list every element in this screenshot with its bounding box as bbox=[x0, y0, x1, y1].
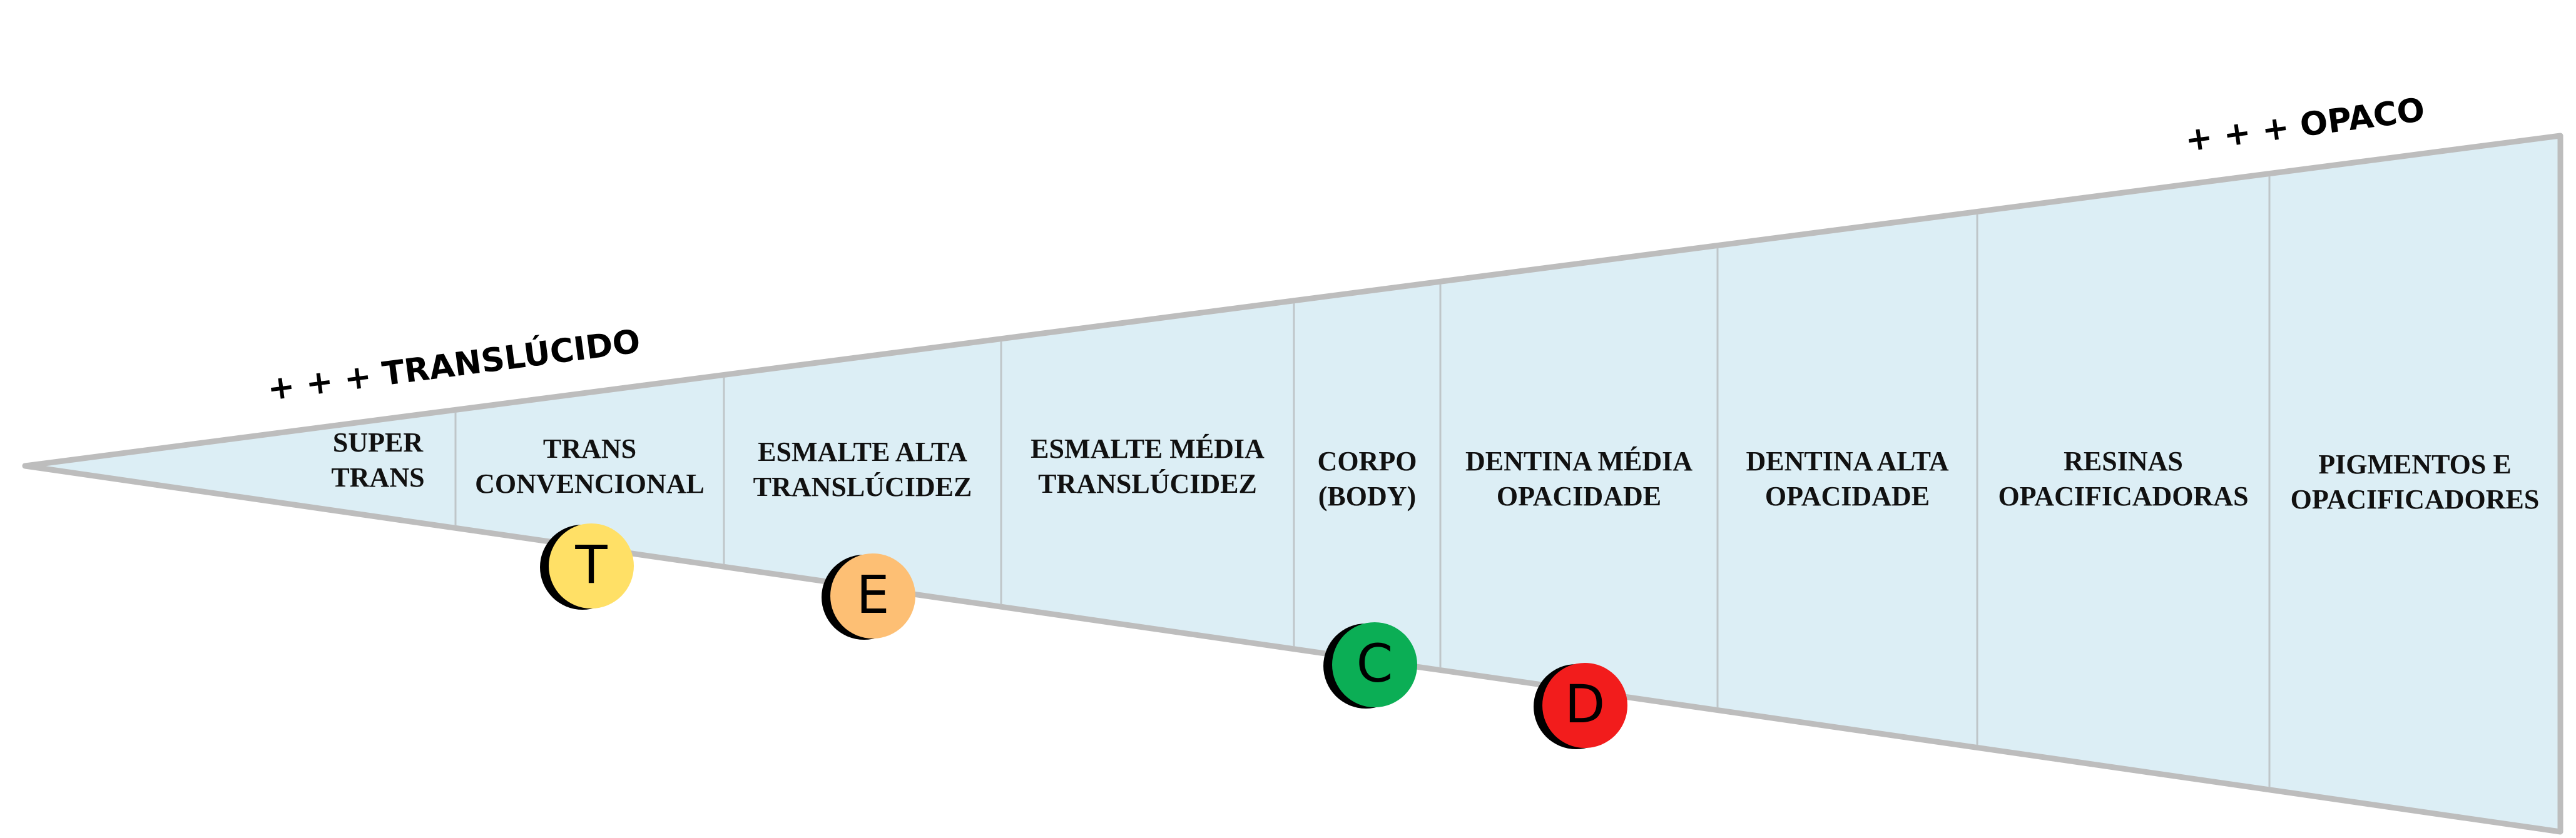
column-label: DENTINA MÉDIA OPACIDADE bbox=[1465, 446, 1693, 512]
column-label: SUPER TRANS bbox=[331, 427, 424, 493]
column-label: CORPO (BODY) bbox=[1318, 446, 1417, 512]
opaque-end-label: + + + OPACO bbox=[2183, 91, 2427, 159]
column-label-line: TRANS bbox=[331, 462, 424, 493]
column-label-line: CONVENCIONAL bbox=[475, 468, 705, 499]
marker-disc bbox=[549, 523, 634, 608]
column-label: DENTINA ALTA OPACIDADE bbox=[1746, 446, 1948, 512]
marker-letter: E bbox=[856, 564, 889, 625]
column-label-line: OPACIFICADORES bbox=[2291, 484, 2540, 515]
marker-letter: D bbox=[1565, 674, 1606, 735]
column-label-line: SUPER bbox=[333, 427, 424, 458]
column-label-line: ESMALTE ALTA bbox=[758, 437, 967, 467]
column-label-line: RESINAS bbox=[2064, 446, 2183, 477]
column-label-line: OPACIDADE bbox=[1765, 481, 1930, 512]
column-label: RESINAS OPACIFICADORAS bbox=[1998, 446, 2248, 512]
column-label-line: CORPO bbox=[1318, 446, 1417, 477]
column-dividers bbox=[454, 176, 2271, 787]
layer-markers: T E C D bbox=[540, 523, 1627, 749]
marker-d: D bbox=[1534, 663, 1627, 749]
column-label-line: DENTINA MÉDIA bbox=[1465, 446, 1693, 477]
marker-letter: T bbox=[574, 534, 608, 595]
marker-c: C bbox=[1323, 622, 1417, 709]
marker-e: E bbox=[822, 553, 915, 640]
marker-disc bbox=[1332, 622, 1417, 707]
column-label-line: PIGMENTOS E bbox=[2318, 449, 2511, 480]
column-label: PIGMENTOS E OPACIFICADORES bbox=[2291, 449, 2540, 515]
marker-disc bbox=[830, 553, 915, 639]
column-label-line: OPACIDADE bbox=[1497, 481, 1661, 512]
marker-letter: C bbox=[1357, 633, 1393, 694]
column-label-line: TRANSLÚCIDEZ bbox=[1038, 468, 1257, 499]
column-label-line: (BODY) bbox=[1318, 481, 1416, 512]
column-label-line: OPACIFICADORAS bbox=[1998, 481, 2248, 512]
column-label-line: DENTINA ALTA bbox=[1746, 446, 1948, 477]
column-label-line: ESMALTE MÉDIA bbox=[1031, 433, 1265, 464]
column-label-line: TRANS bbox=[543, 433, 636, 464]
column-labels: SUPER TRANS TRANS CONVENCIONAL ESMALTE ALTA T… bbox=[331, 427, 2539, 515]
column-label: ESMALTE ALTA TRANSLÚCIDEZ bbox=[753, 437, 972, 502]
translucency-wedge bbox=[22, 133, 2563, 835]
column-label: ESMALTE MÉDIA TRANSLÚCIDEZ bbox=[1031, 433, 1265, 499]
marker-t: T bbox=[540, 523, 634, 610]
column-label: TRANS CONVENCIONAL bbox=[475, 433, 705, 499]
marker-disc bbox=[1542, 663, 1627, 748]
column-label-line: TRANSLÚCIDEZ bbox=[753, 472, 972, 502]
